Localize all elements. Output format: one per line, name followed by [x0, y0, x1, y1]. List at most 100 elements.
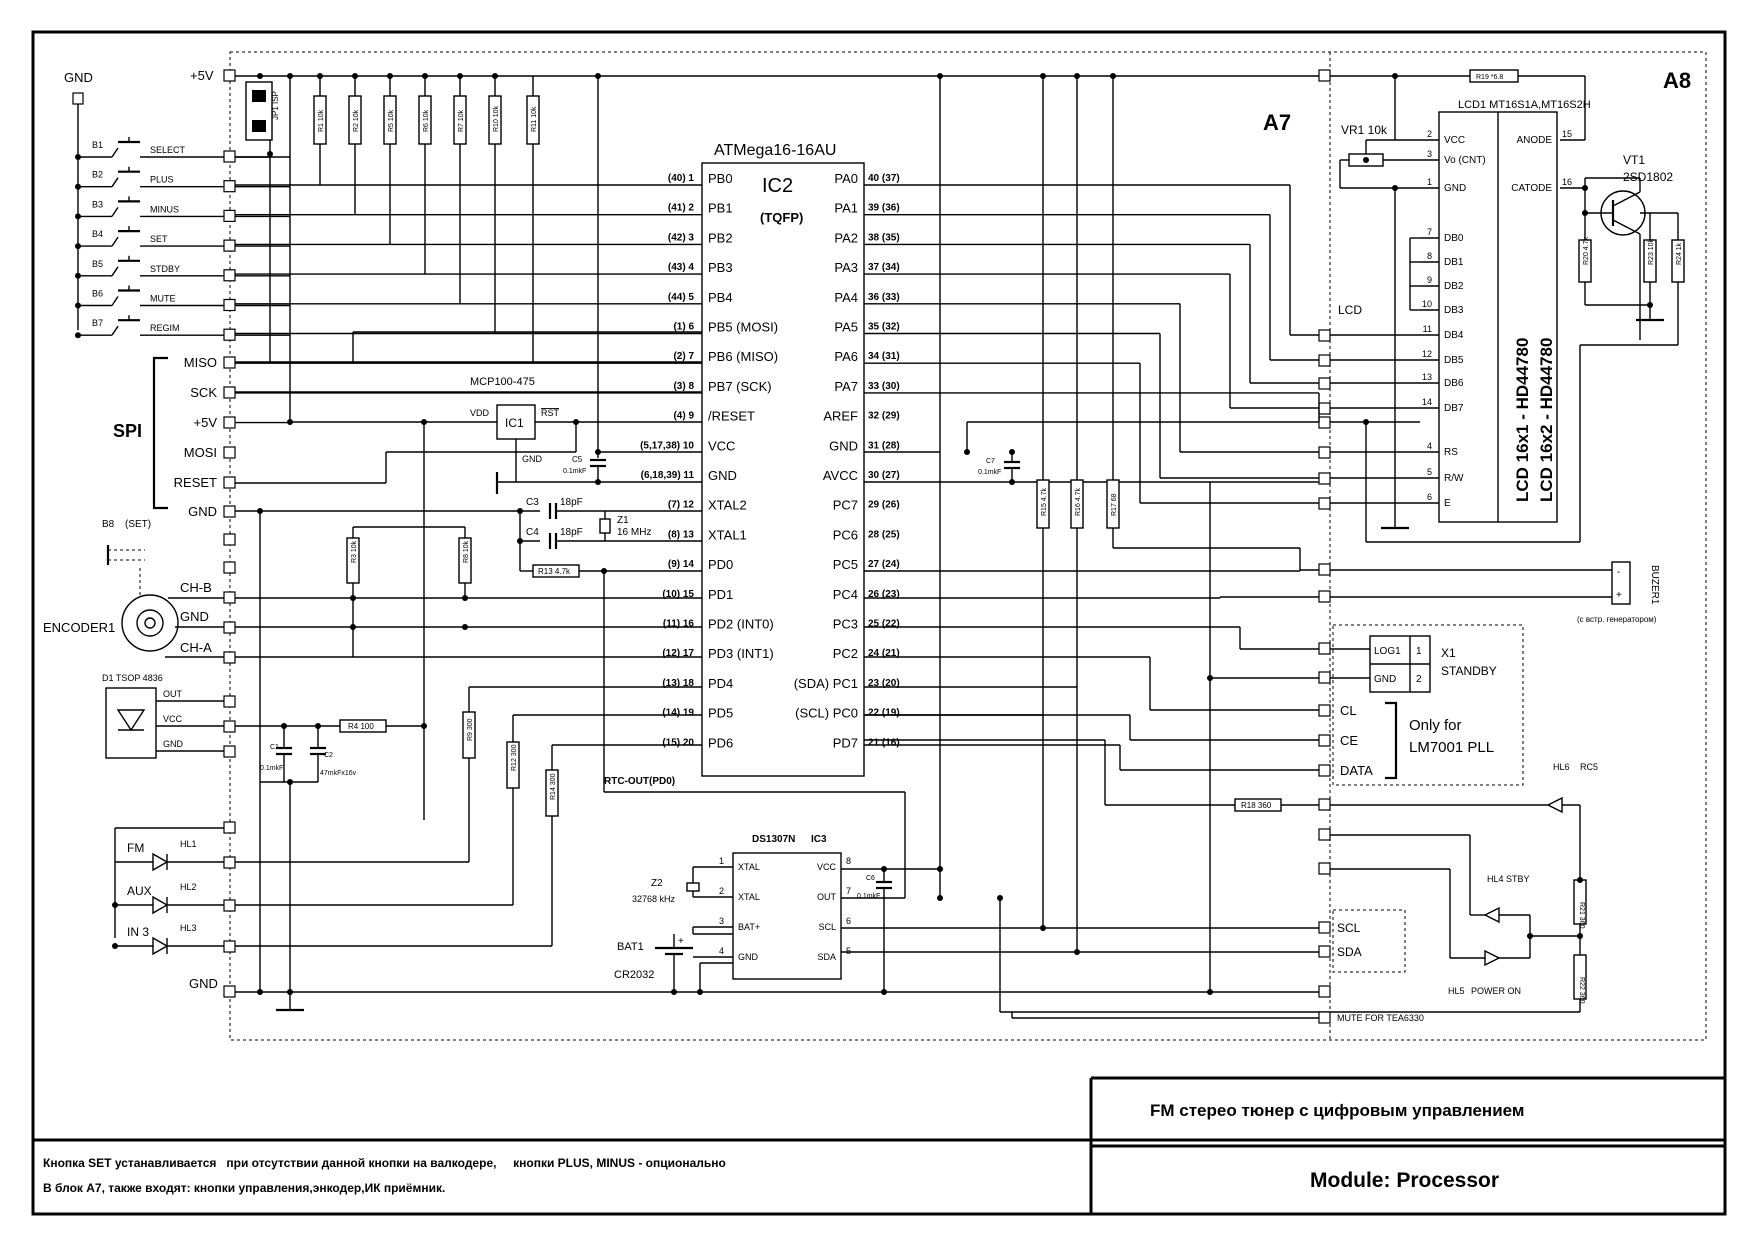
svg-text:OUT: OUT: [163, 689, 183, 699]
button-label: PLUS: [150, 175, 174, 185]
svg-text:0.1mkF: 0.1mkF: [260, 765, 283, 772]
svg-text:VCC: VCC: [817, 862, 837, 872]
mcu-pin-name-left: PD1: [708, 587, 733, 602]
buzzer-note: (с встр. генератором): [1577, 615, 1657, 624]
lcd-pin-name: DB2: [1444, 281, 1464, 292]
svg-text:1: 1: [1427, 177, 1432, 187]
svg-text:B7: B7: [92, 318, 103, 328]
mcu-pin-num-right: 36 (33): [868, 292, 900, 303]
svg-text:16 MHz: 16 MHz: [617, 527, 651, 538]
svg-text:13: 13: [1422, 372, 1432, 382]
svg-text:R17 68: R17 68: [1111, 493, 1118, 516]
mcu-pin-name-left: GND: [708, 468, 737, 483]
svg-text:SDA: SDA: [817, 952, 836, 962]
mcu-pin-name-left: VCC: [708, 438, 735, 453]
svg-text:HL1: HL1: [180, 839, 197, 849]
button-label: MUTE: [150, 294, 176, 304]
mcu-pin-num-right: 35 (32): [868, 322, 900, 333]
mcu-pin-num-right: 30 (27): [868, 470, 900, 481]
svg-text:OUT: OUT: [817, 892, 837, 902]
tsop-label: D1 TSOP 4836: [102, 673, 163, 683]
lcd-pin-name: GND: [1444, 183, 1466, 194]
mcu-pin-name-right: PA7: [834, 379, 858, 394]
svg-text:R23 10k: R23 10k: [1648, 238, 1655, 265]
svg-text:B1: B1: [92, 140, 103, 150]
pll-note-1: Only for: [1409, 717, 1462, 734]
mcu-pin-name-left: PD6: [708, 735, 733, 750]
block-a8-label: A8: [1663, 68, 1691, 93]
svg-text:5: 5: [1427, 467, 1432, 477]
svg-text:6: 6: [846, 916, 851, 926]
svg-text:+: +: [678, 936, 684, 947]
svg-text:B4: B4: [92, 229, 103, 239]
mcu-package: (TQFP): [760, 210, 803, 225]
lcd-pin-name: DB6: [1444, 378, 1464, 389]
lcd-pin-name: DB5: [1444, 355, 1464, 366]
svg-text:HL5: HL5: [1448, 986, 1465, 996]
mcu-pin-num-right: 26 (23): [868, 589, 900, 600]
gnd-bottom-label: GND: [189, 976, 218, 991]
mcu-pin-num-right: 32 (29): [868, 411, 900, 422]
mcu-pin-num-left: (10) 15: [662, 589, 694, 600]
svg-text:C4: C4: [526, 527, 539, 538]
mcu-pin-name-right: PC2: [833, 646, 858, 661]
mcu-pin-num-right: 39 (36): [868, 203, 900, 214]
svg-text:R24 1k: R24 1k: [1676, 242, 1683, 265]
mcu-pin-name-right: PC6: [833, 527, 858, 542]
encoder-symbol: [121, 594, 179, 652]
svg-text:STANDBY: STANDBY: [1441, 664, 1497, 678]
led-label: AUX: [127, 884, 152, 898]
svg-text:R2 10k: R2 10k: [353, 109, 360, 132]
mcu-pin-num-right: 37 (34): [868, 262, 900, 273]
svg-text:JP1 ISP: JP1 ISP: [271, 91, 280, 120]
block-outline: [229, 51, 1707, 1041]
lcd-type-2: LCD 16x2 - HD44780: [1537, 338, 1556, 502]
svg-text:C5: C5: [572, 455, 583, 464]
mcu-pin-num-right: 21 (16): [868, 737, 900, 748]
gnd-top-label: GND: [64, 70, 93, 85]
svg-text:R20 4.7k: R20 4.7k: [1583, 236, 1590, 265]
svg-text:B5: B5: [92, 259, 103, 269]
svg-text:CH-A: CH-A: [180, 640, 212, 655]
svg-text:CATODE: CATODE: [1511, 183, 1552, 194]
svg-text:XTAL: XTAL: [738, 862, 760, 872]
svg-text:ANODE: ANODE: [1516, 135, 1552, 146]
mcu-pin-num-right: 31 (28): [868, 440, 900, 451]
mcu-pin-num-left: (2) 7: [673, 351, 694, 362]
mcu-pin-name-right: AVCC: [823, 468, 858, 483]
svg-text:B3: B3: [92, 199, 103, 209]
led-label: FM: [127, 841, 144, 855]
svg-text:2: 2: [1427, 129, 1432, 139]
svg-text:7: 7: [846, 886, 851, 896]
svg-text:R10 10k: R10 10k: [493, 105, 500, 132]
svg-text:0.1mkF: 0.1mkF: [857, 893, 880, 900]
svg-text:-: -: [1617, 567, 1620, 578]
svg-text:RST: RST: [541, 408, 560, 418]
svg-text:8: 8: [1427, 251, 1432, 261]
lcd-type-1: LCD 16x1 - HD44780: [1513, 338, 1532, 502]
mcu-pin-num-right: 22 (19): [868, 708, 900, 719]
x1-pll-outline: [1332, 624, 1524, 786]
vr1-label: VR1 10k: [1341, 123, 1388, 137]
mcu-pin-name-right: PA5: [834, 320, 858, 335]
x1-label: X1: [1441, 646, 1456, 660]
svg-text:2: 2: [719, 886, 724, 896]
tsop-receiver: [105, 687, 157, 759]
crystal-z1: [599, 518, 611, 534]
mcu-pin-num-left: (3) 8: [673, 381, 694, 392]
mcu-pin-name-right: PA2: [834, 230, 858, 245]
mcu-pin-name-left: PB7 (SCK): [708, 379, 772, 394]
mcu-part: ATMega16-16AU: [714, 142, 836, 159]
mcu-pin-num-right: 28 (25): [868, 529, 900, 540]
svg-text:C3: C3: [526, 497, 539, 508]
drawing-frame: [31, 30, 1727, 1216]
mcu-pin-name-right: PA1: [834, 201, 858, 216]
svg-text:B2: B2: [92, 170, 103, 180]
svg-text:1: 1: [1416, 646, 1422, 657]
svg-text:2: 2: [1416, 674, 1422, 685]
